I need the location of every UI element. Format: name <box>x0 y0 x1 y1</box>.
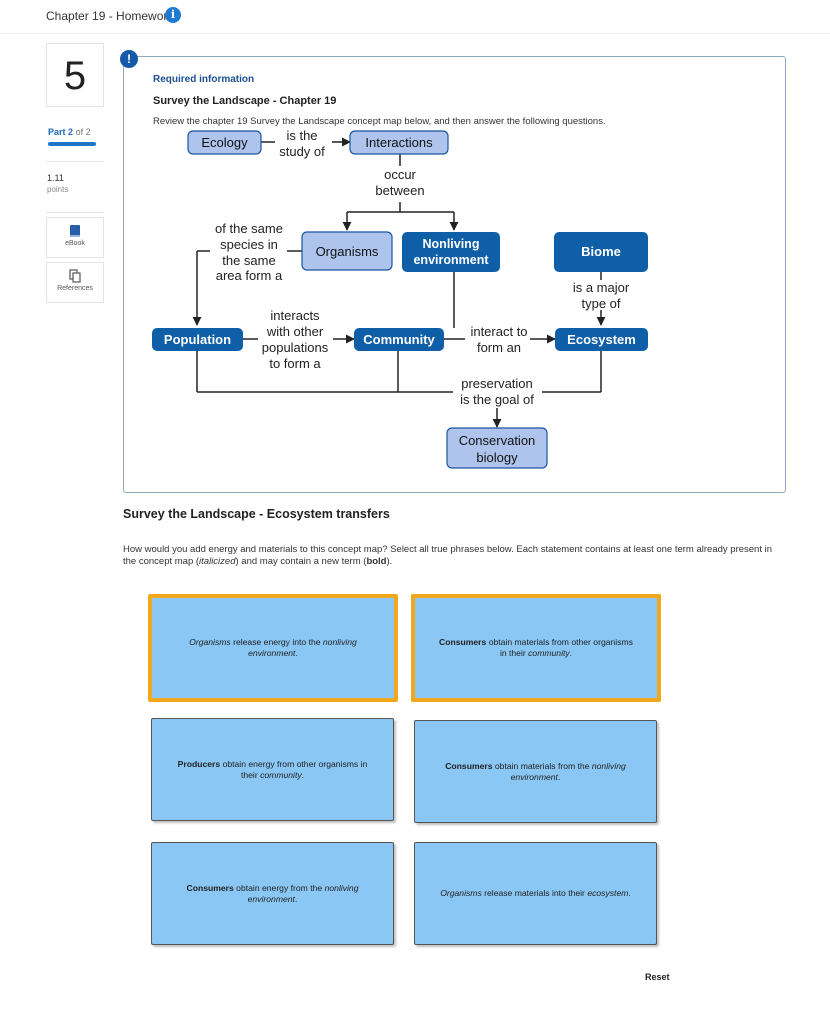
option-card-4[interactable]: Consumers obtain materials from the nonl… <box>414 720 657 823</box>
divider <box>46 212 104 213</box>
svg-text:Ecosystem: Ecosystem <box>567 332 636 347</box>
svg-text:Biome: Biome <box>581 244 621 259</box>
svg-text:populations: populations <box>262 340 329 355</box>
option-card-2[interactable]: Consumers obtain materials from other or… <box>411 594 661 702</box>
concept-map: Ecology Interactions Organisms Nonliving… <box>150 130 650 472</box>
part-of: of 2 <box>75 127 91 137</box>
svg-text:biology: biology <box>476 450 518 465</box>
ebook-label: eBook <box>65 240 85 247</box>
svg-text:study of: study of <box>279 144 325 159</box>
part-indicator: Part 2 of 2 <box>48 127 91 137</box>
option-text: Organisms release materials into their e… <box>440 888 631 898</box>
svg-text:area form a: area form a <box>216 268 283 283</box>
section-title: Survey the Landscape - Ecosystem transfe… <box>123 507 390 521</box>
option-text: Consumers obtain materials from other or… <box>439 637 633 658</box>
svg-text:is a major: is a major <box>573 280 630 295</box>
references-button[interactable]: References <box>46 262 104 303</box>
question-number: 5 <box>63 54 87 98</box>
part-progress-bar <box>48 142 96 146</box>
option-text: Consumers obtain energy from the nonlivi… <box>186 882 359 904</box>
node-biome <box>554 232 648 272</box>
part-label: Part 2 <box>48 127 74 137</box>
required-instructions: Review the chapter 19 Survey the Landsca… <box>153 116 606 127</box>
svg-text:is the goal of: is the goal of <box>460 392 534 407</box>
svg-text:of the same: of the same <box>215 221 283 236</box>
svg-text:with other: with other <box>266 324 324 339</box>
option-card-1[interactable]: Organisms release energy into the nonliv… <box>148 594 398 702</box>
option-card-3[interactable]: Producers obtain energy from other organ… <box>151 718 394 821</box>
svg-text:environment: environment <box>413 253 489 267</box>
svg-text:the same: the same <box>222 253 275 268</box>
svg-text:Nonliving: Nonliving <box>423 237 480 251</box>
top-bar: Chapter 19 - Homework i <box>0 0 830 34</box>
svg-text:interact to: interact to <box>470 324 527 339</box>
node-ecology <box>187 130 262 155</box>
option-text: Producers obtain energy from other organ… <box>177 758 368 780</box>
option-text: Consumers obtain materials from the nonl… <box>445 760 626 782</box>
svg-text:Interactions: Interactions <box>365 135 433 150</box>
svg-text:is the: is the <box>286 130 317 143</box>
node-interactions <box>349 130 449 155</box>
svg-text:Ecology: Ecology <box>201 135 248 150</box>
node-nonliving-environment <box>402 232 500 272</box>
info-icon[interactable]: i <box>165 7 181 23</box>
option-card-5[interactable]: Consumers obtain energy from the nonlivi… <box>151 842 394 945</box>
ebook-button[interactable]: eBook <box>46 217 104 258</box>
node-population <box>152 328 243 351</box>
svg-text:between: between <box>375 183 424 198</box>
divider <box>46 161 104 162</box>
svg-text:type of: type of <box>581 296 620 311</box>
svg-text:form an: form an <box>477 340 521 355</box>
points-label: points <box>47 185 69 194</box>
reset-button[interactable]: Reset <box>645 972 670 982</box>
option-card-6[interactable]: Organisms release materials into their e… <box>414 842 657 945</box>
node-organisms <box>301 231 393 271</box>
question-prompt: How would you add energy and materials t… <box>123 544 773 567</box>
points-value: 1.11 <box>47 173 64 183</box>
alert-icon: ! <box>120 50 138 68</box>
node-ecosystem <box>555 328 648 351</box>
svg-text:Conservation: Conservation <box>459 433 536 448</box>
svg-text:Organisms: Organisms <box>316 244 379 259</box>
svg-text:preservation: preservation <box>461 376 533 391</box>
svg-text:Population: Population <box>164 332 231 347</box>
svg-text:to form a: to form a <box>269 356 321 371</box>
book-icon <box>70 225 80 237</box>
copy-pages-icon <box>69 269 81 283</box>
svg-text:interacts: interacts <box>270 308 320 323</box>
question-number-box: 5 <box>46 43 104 107</box>
node-conservation-biology <box>446 427 548 469</box>
assignment-title: Chapter 19 - Homework <box>46 9 174 23</box>
required-title: Required information <box>153 74 255 85</box>
option-text: Organisms release energy into the nonliv… <box>189 637 357 658</box>
svg-text:species in: species in <box>220 237 278 252</box>
node-community <box>354 328 444 351</box>
references-label: References <box>57 285 93 292</box>
svg-text:Community: Community <box>363 332 435 347</box>
required-subtitle: Survey the Landscape - Chapter 19 <box>153 95 337 107</box>
svg-text:occur: occur <box>384 167 416 182</box>
